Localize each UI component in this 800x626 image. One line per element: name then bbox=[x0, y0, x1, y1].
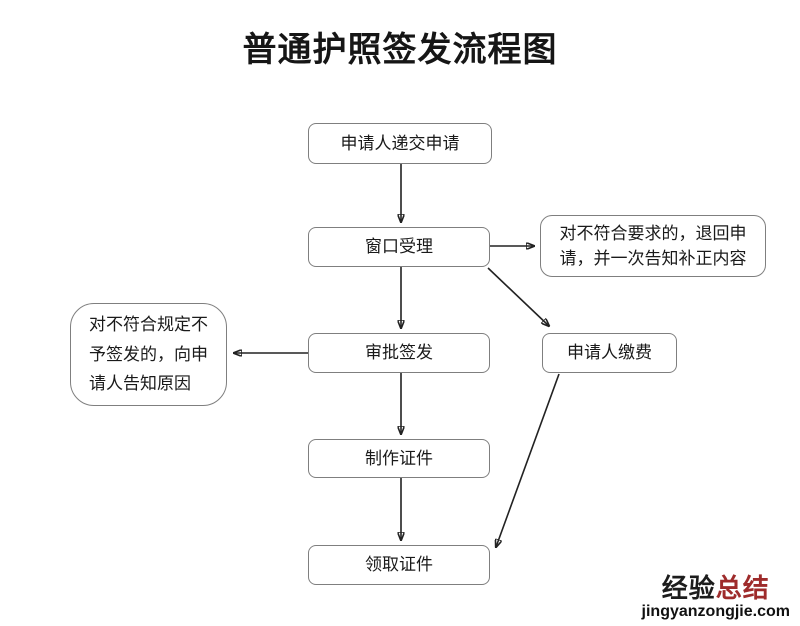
watermark-brand-red: 总结 bbox=[715, 573, 770, 603]
arrow-pay-to-collect bbox=[496, 373, 560, 547]
page-title: 普通护照签发流程图 bbox=[242, 31, 558, 69]
flow-step-collect-document: 领取证件 bbox=[308, 545, 490, 585]
flow-note-return-application: 对不符合要求的，退回申 请，并一次告知补正内容 bbox=[540, 215, 766, 277]
flow-step-label: 制作证件 bbox=[365, 448, 433, 468]
flow-step-label: 申请人递交申请 bbox=[340, 133, 460, 153]
flow-step-label: 窗口受理 bbox=[365, 237, 433, 257]
flow-step-applicant-payment: 申请人缴费 bbox=[542, 333, 677, 373]
flow-step-label: 审批签发 bbox=[365, 343, 433, 363]
flow-step-label: 申请人缴费 bbox=[567, 343, 652, 363]
watermark-brand: 经验总结 bbox=[642, 575, 790, 601]
watermark-brand-black: 经验 bbox=[661, 573, 716, 603]
watermark: 经验总结 jingyanzongjie.com bbox=[642, 575, 790, 620]
watermark-url: jingyanzongjie.com bbox=[641, 603, 790, 620]
flow-note-refusal-reason: 对不符合规定不 予签发的，向申 请人告知原因 bbox=[70, 303, 227, 406]
flow-step-label: 领取证件 bbox=[365, 555, 433, 575]
flow-step-submit-application: 申请人递交申请 bbox=[308, 123, 492, 164]
flow-step-approval-issuance: 审批签发 bbox=[308, 333, 490, 373]
flow-step-window-acceptance: 窗口受理 bbox=[308, 227, 490, 267]
flow-step-produce-document: 制作证件 bbox=[308, 439, 490, 478]
arrow-window-to-pay bbox=[487, 267, 549, 326]
